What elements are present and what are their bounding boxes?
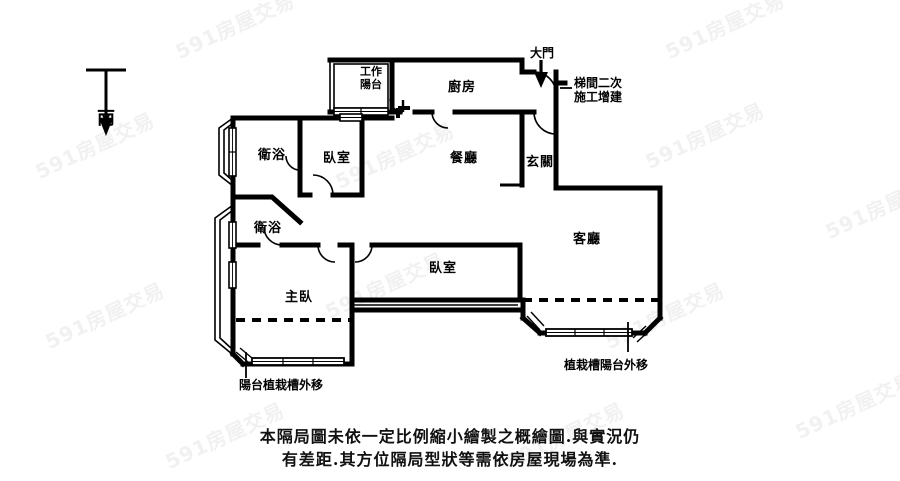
annotation-main-door: 大門 (530, 46, 555, 60)
main-door-arrow-icon (534, 60, 548, 88)
room-label-living-room: 客廳 (572, 232, 602, 247)
room-label-master-bedroom: 主臥 (284, 290, 314, 305)
wall-stubs (396, 106, 410, 118)
window-left-lower (228, 221, 237, 289)
living-balcony-railing (545, 328, 633, 337)
annotation-balcony-planter-right: 植栽槽陽台外移 (563, 358, 649, 372)
left-bay-window-lower (214, 204, 234, 355)
disclaimer-line-2: 有差距.其方位隔局型狀等需依房屋現場為準. (281, 450, 619, 470)
annotation-stairwell-addition: 梯間二次 施工增建 (574, 76, 623, 105)
structural-walls (229, 57, 664, 368)
room-label-bathroom-2: 衛浴 (253, 221, 283, 236)
room-label-bedroom-2: 臥室 (428, 261, 458, 276)
room-label-bedroom-1: 臥室 (322, 151, 352, 166)
room-label-bathroom-1: 衛浴 (257, 148, 287, 163)
window-left-upper (228, 127, 237, 177)
master-balcony-railing (251, 357, 345, 366)
window-top-bedroom1 (339, 113, 363, 122)
partition-walls (455, 110, 522, 187)
disclaimer-line-1: 本隔局圖未依一定比例縮小繪製之概繪圖.與實況仍 (259, 427, 641, 446)
left-bay-window-upper (218, 117, 234, 187)
disclaimer-text: 本隔局圖未依一定比例縮小繪製之概繪圖.與實況仍 有差距.其方位隔局型狀等需依房屋… (0, 425, 900, 471)
compass-direction-label: 南 (97, 108, 115, 129)
door-swings (263, 71, 557, 263)
room-label-kitchen: 廚房 (447, 80, 477, 95)
balcony-corner-hatch (235, 311, 651, 363)
room-label-work-balcony: 工作 陽台 (360, 65, 382, 91)
balcony-threshold-dashed (236, 298, 660, 322)
room-label-dining-room: 餐廳 (449, 151, 479, 166)
annotation-balcony-planter-left: 陽台植栽槽外移 (238, 378, 324, 392)
compass-cross-arrow-icon (86, 68, 126, 136)
annotation-leader-lines (245, 87, 629, 378)
room-label-foyer: 玄關 (525, 155, 555, 170)
